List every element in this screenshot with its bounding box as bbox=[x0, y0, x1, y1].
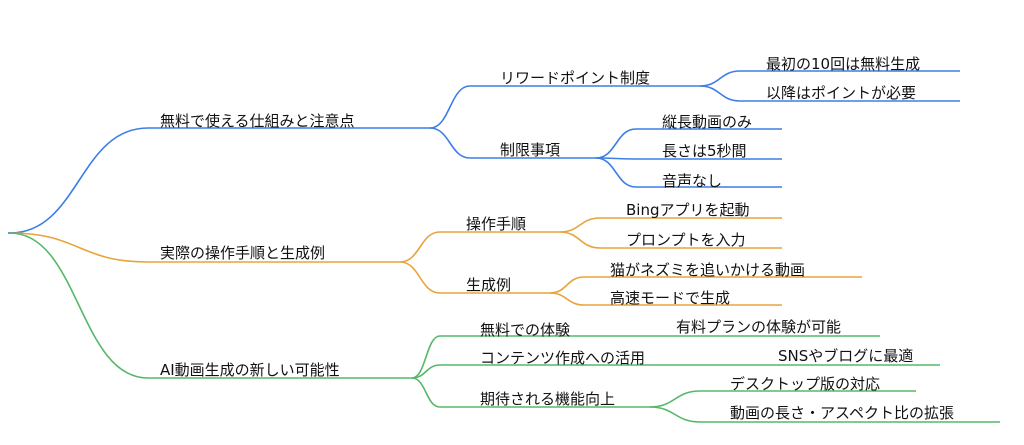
leaf-points-required: 以降はポイントが必要 bbox=[766, 84, 916, 102]
node-restrictions: 制限事項 bbox=[500, 141, 560, 159]
connector-root-to-branch bbox=[9, 127, 149, 234]
leaf-desktop-support: デスクトップ版の対応 bbox=[730, 375, 880, 393]
node-free-experience: 無料での体験 bbox=[480, 321, 570, 339]
leaf-cat-chasing-mouse: 猫がネズミを追いかける動画 bbox=[610, 261, 805, 279]
leaf-launch-bing-app: Bingアプリを起動 bbox=[626, 201, 750, 219]
connector-node-to-leaf bbox=[649, 406, 701, 423]
connector-branch-to-node bbox=[411, 335, 441, 379]
connector-branch-to-node bbox=[411, 377, 441, 408]
node-operation-steps: 操作手順 bbox=[466, 215, 526, 233]
connector-branch-to-node bbox=[411, 364, 441, 379]
connector-branch-to-node bbox=[399, 261, 441, 294]
connector-branch-to-node bbox=[429, 127, 471, 159]
node-reward-points: リワードポイント制度 bbox=[500, 69, 650, 87]
node-expected-improvements: 期待される機能向上 bbox=[480, 390, 615, 408]
connector-branch-to-node bbox=[429, 85, 471, 129]
branch-free-usage-and-notes: 無料で使える仕組みと注意点 bbox=[160, 112, 355, 130]
connector-root-to-branch bbox=[9, 232, 149, 263]
leaf-enter-prompt: プロンプトを入力 bbox=[626, 231, 746, 249]
leaf-fast-mode: 高速モードで生成 bbox=[610, 289, 730, 307]
mindmap-connectors bbox=[8, 70, 1000, 423]
leaf-no-audio: 音声なし bbox=[662, 172, 722, 190]
connector-node-to-leaf bbox=[549, 292, 585, 306]
node-content-creation: コンテンツ作成への活用 bbox=[480, 349, 645, 367]
connector-node-to-leaf bbox=[549, 276, 585, 294]
connector-node-to-leaf bbox=[649, 390, 701, 408]
leaf-sns-blog: SNSやブログに最適 bbox=[778, 347, 913, 365]
connector-node-to-leaf bbox=[595, 157, 637, 188]
connector-node-to-leaf bbox=[699, 70, 741, 87]
branch-operation-steps-and-examples: 実際の操作手順と生成例 bbox=[160, 244, 325, 262]
node-generation-examples: 生成例 bbox=[466, 276, 511, 294]
leaf-first-10-free: 最初の10回は無料生成 bbox=[766, 55, 920, 73]
connector-node-to-leaf bbox=[699, 85, 741, 102]
connector-root-to-branch bbox=[9, 232, 149, 379]
leaf-length-aspect-extension: 動画の長さ・アスペクト比の拡張 bbox=[730, 404, 954, 422]
branch-ai-video-possibilities: AI動画生成の新しい可能性 bbox=[160, 361, 340, 379]
connector-node-to-leaf bbox=[559, 231, 601, 249]
leaf-paid-plan-trial: 有料プランの体験が可能 bbox=[676, 318, 841, 336]
connector-node-to-leaf bbox=[595, 128, 637, 159]
leaf-five-seconds: 長さは5秒間 bbox=[662, 142, 747, 160]
connector-node-to-leaf bbox=[559, 217, 601, 233]
leaf-vertical-only: 縦長動画のみ bbox=[662, 113, 752, 131]
connector-branch-to-node bbox=[399, 231, 441, 263]
